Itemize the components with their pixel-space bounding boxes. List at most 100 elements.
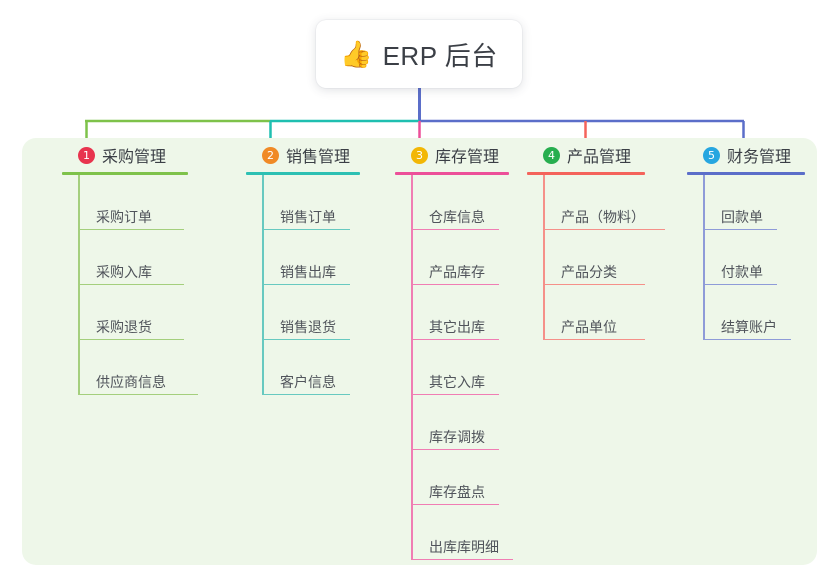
- item-rule: [262, 283, 350, 285]
- list-item[interactable]: 库存调拨: [411, 395, 555, 450]
- column-title-1: 采购管理: [102, 149, 167, 166]
- column-items-5: 回款单 付款单 结算账户: [687, 175, 837, 340]
- root-title: ERP 后台: [382, 40, 498, 71]
- column-title-2: 销售管理: [286, 149, 351, 166]
- list-item[interactable]: 产品分类: [543, 230, 697, 285]
- column-badge-4: 4: [543, 146, 560, 164]
- column-items-4: 产品（物料） 产品分类 产品单位: [527, 175, 697, 340]
- column-inventory: 3 库存管理 仓库信息 产品库存 其它出库 其它入库: [395, 138, 555, 560]
- item-label: 结算账户: [721, 319, 777, 335]
- column-spine-5: [703, 175, 705, 340]
- item-rule: [411, 338, 499, 340]
- column-title-4: 产品管理: [567, 149, 632, 166]
- column-badge-5: 5: [703, 146, 720, 164]
- thumbs-up-icon: 👍: [340, 39, 373, 69]
- item-label: 库存调拨: [429, 429, 485, 445]
- item-rule: [78, 228, 184, 230]
- item-label: 库存盘点: [429, 484, 485, 500]
- column-badge-3: 3: [411, 146, 428, 164]
- item-rule: [262, 393, 350, 395]
- item-rule: [703, 283, 777, 285]
- item-rule: [411, 448, 499, 450]
- list-item[interactable]: 结算账户: [703, 285, 837, 340]
- column-rule-5: [687, 172, 805, 175]
- list-item[interactable]: 回款单: [703, 175, 837, 230]
- column-header-2[interactable]: 2 销售管理: [246, 138, 396, 172]
- list-item[interactable]: 其它出库: [411, 285, 555, 340]
- item-label: 采购订单: [96, 209, 152, 225]
- item-rule: [78, 283, 184, 285]
- column-rule-2: [246, 172, 360, 175]
- item-rule: [703, 338, 791, 340]
- column-spine-2: [262, 175, 264, 395]
- column-rule-3: [395, 172, 509, 175]
- item-rule: [262, 228, 350, 230]
- column-finance: 5 财务管理 回款单 付款单 结算账户: [687, 138, 837, 340]
- column-title-3: 库存管理: [435, 149, 500, 166]
- item-rule: [411, 228, 499, 230]
- column-items-3: 仓库信息 产品库存 其它出库 其它入库 库存调拨: [395, 175, 555, 560]
- list-item[interactable]: 产品单位: [543, 285, 697, 340]
- item-label: 供应商信息: [96, 374, 166, 390]
- list-item[interactable]: 产品（物料）: [543, 175, 697, 230]
- item-rule: [411, 283, 499, 285]
- item-rule: [411, 503, 499, 505]
- item-label: 销售退货: [280, 319, 336, 335]
- diagram-panel: [22, 138, 817, 565]
- list-item[interactable]: 供应商信息: [78, 340, 212, 395]
- item-rule: [78, 338, 184, 340]
- list-item[interactable]: 出库库明细: [411, 505, 555, 560]
- column-spine-4: [543, 175, 545, 340]
- list-item[interactable]: 销售退货: [262, 285, 396, 340]
- item-rule: [262, 338, 350, 340]
- column-rule-4: [527, 172, 645, 175]
- list-item[interactable]: 其它入库: [411, 340, 555, 395]
- item-label: 产品分类: [561, 264, 617, 280]
- item-label: 出库库明细: [429, 539, 499, 555]
- root-node[interactable]: 👍 ERP 后台: [316, 20, 522, 88]
- item-label: 采购退货: [96, 319, 152, 335]
- item-label: 付款单: [721, 264, 763, 280]
- item-label: 其它出库: [429, 319, 485, 335]
- column-header-5[interactable]: 5 财务管理: [687, 138, 837, 172]
- list-item[interactable]: 采购退货: [78, 285, 212, 340]
- item-label: 其它入库: [429, 374, 485, 390]
- column-spine-3: [411, 175, 413, 560]
- item-label: 产品单位: [561, 319, 617, 335]
- item-rule: [411, 393, 499, 395]
- item-label: 采购入库: [96, 264, 152, 280]
- column-spine-1: [78, 175, 80, 395]
- item-rule: [703, 228, 777, 230]
- item-rule: [543, 228, 665, 230]
- list-item[interactable]: 采购订单: [78, 175, 212, 230]
- column-sales: 2 销售管理 销售订单 销售出库 销售退货 客户信息: [246, 138, 396, 395]
- column-badge-1: 1: [78, 146, 95, 164]
- list-item[interactable]: 产品库存: [411, 230, 555, 285]
- list-item[interactable]: 销售出库: [262, 230, 396, 285]
- column-items-1: 采购订单 采购入库 采购退货 供应商信息: [62, 175, 212, 395]
- item-rule: [543, 338, 645, 340]
- column-purchasing: 1 采购管理 采购订单 采购入库 采购退货 供应商信: [62, 138, 212, 395]
- item-rule: [411, 558, 513, 560]
- list-item[interactable]: 库存盘点: [411, 450, 555, 505]
- item-label: 销售订单: [280, 209, 336, 225]
- column-items-2: 销售订单 销售出库 销售退货 客户信息: [246, 175, 396, 395]
- item-rule: [543, 283, 645, 285]
- list-item[interactable]: 仓库信息: [411, 175, 555, 230]
- list-item[interactable]: 客户信息: [262, 340, 396, 395]
- column-product: 4 产品管理 产品（物料） 产品分类 产品单位: [527, 138, 697, 340]
- list-item[interactable]: 销售订单: [262, 175, 396, 230]
- column-badge-2: 2: [262, 146, 279, 164]
- column-header-1[interactable]: 1 采购管理: [62, 138, 212, 172]
- item-label: 产品（物料）: [561, 209, 645, 225]
- columns-container: 1 采购管理 采购订单 采购入库 采购退货 供应商信: [22, 138, 817, 565]
- column-header-4[interactable]: 4 产品管理: [527, 138, 697, 172]
- list-item[interactable]: 付款单: [703, 230, 837, 285]
- list-item[interactable]: 采购入库: [78, 230, 212, 285]
- column-rule-1: [62, 172, 188, 175]
- item-rule: [78, 393, 198, 395]
- item-label: 销售出库: [280, 264, 336, 280]
- column-header-3[interactable]: 3 库存管理: [395, 138, 555, 172]
- item-label: 仓库信息: [429, 209, 485, 225]
